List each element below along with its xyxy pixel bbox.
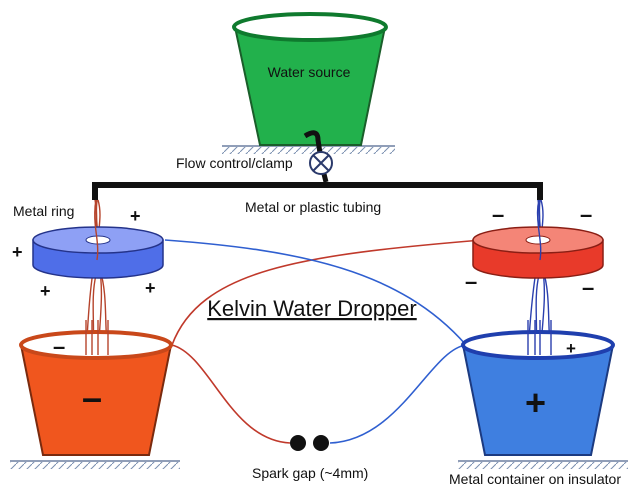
- water-source-bucket: Water source: [232, 12, 388, 146]
- blue-wire-lower: [329, 344, 467, 444]
- right-metal-container: [461, 330, 615, 456]
- charge-minus: –: [465, 269, 477, 294]
- spark-gap: [290, 435, 329, 451]
- charge-minus: –: [492, 202, 504, 227]
- right-metal-ring: [472, 226, 604, 279]
- diagram-title: Kelvin Water Dropper: [207, 296, 416, 321]
- metal-ring-label: Metal ring: [13, 203, 74, 219]
- tubing: [92, 182, 543, 200]
- tubing-label: Metal or plastic tubing: [245, 199, 381, 215]
- charge-minus: –: [582, 275, 594, 300]
- red-wire-upper: [171, 239, 483, 346]
- red-wire-lower: [171, 344, 291, 444]
- charge-plus: +: [12, 242, 23, 262]
- right-ring-charges: – – – –: [465, 202, 594, 300]
- charge-plus: +: [40, 281, 51, 301]
- left-metal-container: [19, 330, 173, 456]
- water-source-label: Water source: [268, 64, 351, 80]
- right-bucket-drips: [527, 320, 552, 355]
- right-drip-over-ring: [537, 204, 542, 261]
- left-ring-charges: + + + +: [12, 206, 156, 301]
- left-bucket-minus: –: [53, 334, 65, 359]
- left-bucket-drips: [85, 320, 109, 355]
- blue-wire-upper: [164, 239, 467, 346]
- flow-control-clamp[interactable]: [309, 151, 333, 175]
- charge-minus: –: [580, 202, 592, 227]
- left-drip-over-ring: [94, 204, 99, 261]
- spark-gap-label: Spark gap (~4mm): [252, 465, 368, 481]
- right-bucket-plus: +: [566, 339, 576, 358]
- right-bucket-charge: +: [525, 382, 546, 423]
- charge-plus: +: [145, 278, 156, 298]
- cross-wires: [164, 239, 483, 444]
- metal-container-label: Metal container on insulator: [449, 471, 621, 487]
- flow-control-label: Flow control/clamp: [176, 155, 293, 171]
- source-outlet-pipe: [303, 130, 329, 183]
- left-bucket-charge: –: [82, 377, 102, 418]
- left-metal-ring: [32, 226, 164, 279]
- charge-plus: +: [130, 206, 141, 226]
